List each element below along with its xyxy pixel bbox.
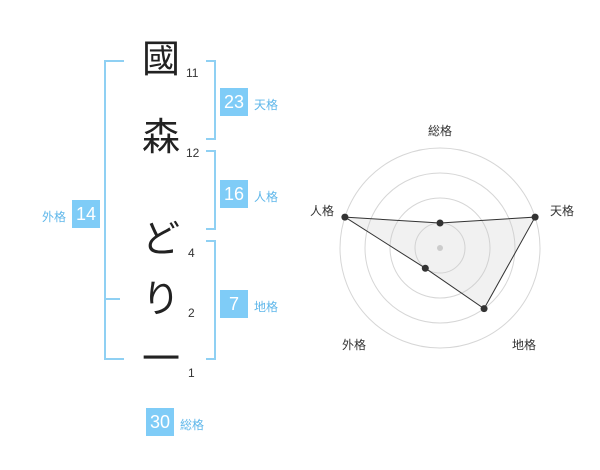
radar-axis-label-tenkaku: 天格: [550, 204, 575, 218]
jinkaku-bracket: [206, 150, 216, 230]
soukaku-label: 総格: [180, 418, 205, 432]
tenkaku-value: 23: [220, 88, 248, 116]
radar-ring-3: [364, 172, 516, 324]
gaikaku-bracket: [104, 60, 124, 360]
name-char-1: 國: [141, 37, 180, 81]
radar-ring-4: [339, 147, 541, 349]
name-char-5: 一: [141, 337, 180, 381]
name-char-4: り: [141, 277, 180, 321]
radar-ring-2: [389, 197, 491, 299]
gaikaku-bracket-tick: [104, 298, 120, 300]
stroke-count-4: 2: [188, 306, 195, 320]
stroke-count-5: 1: [188, 366, 195, 380]
stroke-count-2: 12: [186, 146, 200, 160]
radar-point-1: [436, 219, 444, 227]
radar-point-3: [480, 305, 488, 313]
radar-center-dot: [437, 245, 443, 251]
gaikaku-label: 外格: [42, 210, 67, 224]
chikaku-label: 地格: [254, 300, 279, 314]
radar-axis-label-soukaku: 総格: [428, 124, 453, 138]
radar-point-2: [531, 213, 539, 221]
radar-axis-label-gaikaku: 外格: [342, 338, 367, 352]
radar-axis-label-chikaku: 地格: [512, 338, 537, 352]
jinkaku-label: 人格: [254, 190, 279, 204]
chikaku-value: 7: [220, 290, 248, 318]
gaikaku-value: 14: [72, 200, 100, 228]
jinkaku-value: 16: [220, 180, 248, 208]
tenkaku-bracket: [206, 60, 216, 140]
radar-point-5: [341, 213, 349, 221]
stroke-count-3: 4: [188, 246, 195, 260]
radar-series-polygon: [344, 216, 536, 310]
stroke-count-1: 11: [186, 66, 199, 80]
soukaku-value: 30: [146, 408, 174, 436]
fortune-radar-chart: [339, 147, 541, 349]
chikaku-bracket: [206, 240, 216, 360]
name-char-3: ど: [141, 217, 180, 261]
name-char-2: 森: [141, 115, 180, 159]
tenkaku-label: 天格: [254, 98, 279, 112]
radar-point-4: [421, 264, 429, 272]
radar-axis-label-jinkaku: 人格: [310, 204, 335, 218]
